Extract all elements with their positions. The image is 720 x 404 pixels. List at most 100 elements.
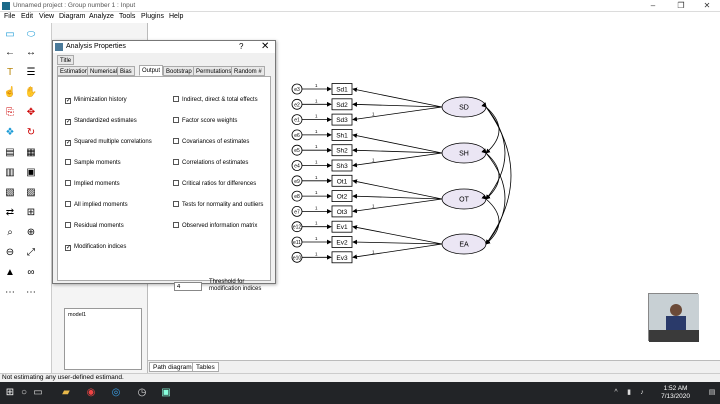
notifications-icon[interactable]: ▤ bbox=[708, 389, 716, 396]
menu-tools[interactable]: Tools bbox=[119, 13, 136, 20]
rotate-icon[interactable]: ↻ bbox=[26, 127, 36, 138]
checkbox[interactable] bbox=[65, 98, 71, 104]
option-minimization-history[interactable]: Minimization history bbox=[65, 96, 127, 104]
checkbox[interactable] bbox=[65, 140, 71, 146]
select-all-icon[interactable]: ✋ bbox=[24, 87, 38, 98]
tab-estimation[interactable]: Estimation bbox=[57, 66, 92, 76]
text-output-icon[interactable]: ▣ bbox=[26, 167, 36, 178]
single-arrow-icon[interactable]: ← bbox=[5, 47, 15, 58]
drag-properties-icon[interactable]: ⇄ bbox=[5, 207, 15, 218]
calculate-estimates-icon[interactable]: ▥ bbox=[5, 167, 15, 178]
option-squared-multiple-correlations[interactable]: Squared multiple correlations bbox=[65, 138, 152, 146]
tab-title[interactable]: Title bbox=[57, 55, 75, 65]
option-critical-ratios-for-differences[interactable]: Critical ratios for differences bbox=[173, 180, 256, 188]
model-item[interactable]: model1 bbox=[68, 312, 87, 318]
draw-unobserved-icon[interactable]: ⬭ bbox=[26, 29, 36, 40]
checkbox[interactable] bbox=[173, 159, 179, 165]
draw-observed-icon[interactable]: ▭ bbox=[5, 29, 15, 40]
menu-diagram[interactable]: Diagram bbox=[59, 13, 86, 20]
checkbox[interactable] bbox=[65, 159, 71, 165]
data-file-icon[interactable]: ▤ bbox=[5, 147, 15, 158]
option-indirect-direct-total-effects[interactable]: Indirect, direct & total effects bbox=[173, 96, 258, 104]
tray-arrow-icon[interactable]: ^ bbox=[614, 389, 618, 396]
help-icon[interactable]: ? bbox=[239, 42, 244, 51]
checkbox[interactable] bbox=[173, 117, 179, 123]
option-all-implied-moments[interactable]: All implied moments bbox=[65, 201, 128, 209]
copy-icon[interactable]: ⎘ bbox=[6, 107, 14, 118]
move-icon[interactable]: ✥ bbox=[26, 107, 36, 118]
menu-plugins[interactable]: Plugins bbox=[141, 13, 164, 20]
magnifier-icon[interactable]: ▲ bbox=[5, 267, 15, 278]
option-implied-moments[interactable]: Implied moments bbox=[65, 180, 120, 188]
menu-help[interactable]: Help bbox=[169, 13, 184, 20]
shape-change-icon[interactable]: ❖ bbox=[5, 127, 15, 138]
checkbox[interactable] bbox=[173, 222, 179, 228]
save-icon[interactable]: ▧ bbox=[5, 187, 15, 198]
analysis-properties-icon[interactable]: ▦ bbox=[26, 147, 36, 158]
models-list[interactable]: model1 bbox=[64, 308, 142, 370]
tab-path-diagram[interactable]: Path diagram bbox=[149, 362, 196, 372]
taskbar-clock[interactable]: 1:52 AM 7/13/2020 bbox=[661, 385, 690, 401]
checkbox[interactable] bbox=[65, 119, 71, 125]
tab-permutations[interactable]: Permutations bbox=[193, 66, 235, 76]
option-correlations-of-estimates[interactable]: Correlations of estimates bbox=[173, 159, 248, 167]
menu-edit[interactable]: Edit bbox=[21, 13, 34, 20]
checkbox[interactable] bbox=[173, 96, 179, 102]
menu-analyze[interactable]: Analyze bbox=[89, 13, 114, 20]
dialog-close-icon[interactable]: ✕ bbox=[261, 41, 270, 52]
checkbox[interactable] bbox=[65, 222, 71, 228]
option-residual-moments[interactable]: Residual moments bbox=[65, 222, 124, 230]
print-icon[interactable]: ⋯ bbox=[26, 287, 36, 298]
indicator-label: Sh2 bbox=[336, 148, 348, 155]
search-icon[interactable]: ○ bbox=[20, 387, 28, 398]
option-covariances-of-estimates[interactable]: Covariances of estimates bbox=[173, 138, 249, 146]
close-window-icon[interactable]: ✕ bbox=[703, 1, 711, 10]
tab-tables[interactable]: Tables bbox=[192, 362, 219, 372]
error-label: e2 bbox=[294, 102, 300, 108]
volume-icon[interactable]: ♪ bbox=[640, 389, 644, 396]
tab-random[interactable]: Random # bbox=[231, 66, 265, 76]
tab-output[interactable]: Output bbox=[139, 65, 164, 76]
windows-start-icon[interactable]: ⊞ bbox=[5, 387, 15, 398]
option-standardized-estimates[interactable]: Standardized estimates bbox=[65, 117, 137, 125]
zoom-in-icon[interactable]: ⊕ bbox=[26, 227, 36, 238]
file-explorer-icon[interactable]: ▰ bbox=[62, 387, 70, 398]
zoom-out-icon[interactable]: ⊖ bbox=[5, 247, 15, 258]
checkbox[interactable] bbox=[65, 201, 71, 207]
edge-icon[interactable]: ◎ bbox=[111, 387, 121, 398]
list-variables-icon[interactable]: ☰ bbox=[26, 67, 36, 78]
minimize-icon[interactable]: – bbox=[650, 1, 656, 10]
option-observed-information-matrix[interactable]: Observed information matrix bbox=[173, 222, 257, 230]
multiple-group-icon[interactable]: ⋯ bbox=[5, 287, 15, 298]
checkbox[interactable] bbox=[173, 138, 179, 144]
preserve-symmetries-icon[interactable]: ⊞ bbox=[26, 207, 36, 218]
menu-view[interactable]: View bbox=[39, 13, 55, 20]
zoom-page-icon[interactable]: ⤢ bbox=[27, 247, 35, 258]
option-sample-moments[interactable]: Sample moments bbox=[65, 159, 121, 167]
double-arrow-icon[interactable]: ↔ bbox=[26, 47, 36, 58]
maximize-icon[interactable]: ❐ bbox=[677, 1, 685, 10]
checkbox[interactable] bbox=[65, 245, 71, 251]
object-properties-icon[interactable]: ▨ bbox=[26, 187, 36, 198]
tab-bias[interactable]: Bias bbox=[117, 66, 135, 76]
bayesian-icon[interactable]: ∞ bbox=[27, 267, 35, 278]
threshold-input[interactable] bbox=[174, 282, 202, 291]
title-icon[interactable]: T bbox=[6, 67, 14, 78]
menu-file[interactable]: File bbox=[4, 13, 16, 20]
option-modification-indices[interactable]: Modification indices bbox=[65, 243, 126, 251]
dialog-titlebar[interactable]: Analysis Properties ? ✕ bbox=[53, 41, 275, 53]
zoom-select-icon[interactable]: ⌕ bbox=[7, 227, 13, 238]
option-tests-for-normality-and-outliers[interactable]: Tests for normality and outliers bbox=[173, 201, 263, 209]
task-view-icon[interactable]: ▭ bbox=[33, 387, 43, 398]
checkbox[interactable] bbox=[173, 201, 179, 207]
checkbox[interactable] bbox=[65, 180, 71, 186]
tab-bootstrap[interactable]: Bootstrap bbox=[163, 66, 195, 76]
amos-taskbar-icon[interactable]: ▣ bbox=[161, 387, 171, 398]
chrome-icon[interactable]: ◉ bbox=[86, 387, 96, 398]
select-one-icon[interactable]: ☝ bbox=[3, 87, 17, 98]
tab-numerical[interactable]: Numerical bbox=[87, 66, 121, 76]
clock-app-icon[interactable]: ◷ bbox=[137, 387, 147, 398]
checkbox[interactable] bbox=[173, 180, 179, 186]
network-icon[interactable]: ▮ bbox=[627, 389, 631, 396]
option-factor-score-weights[interactable]: Factor score weights bbox=[173, 117, 237, 125]
